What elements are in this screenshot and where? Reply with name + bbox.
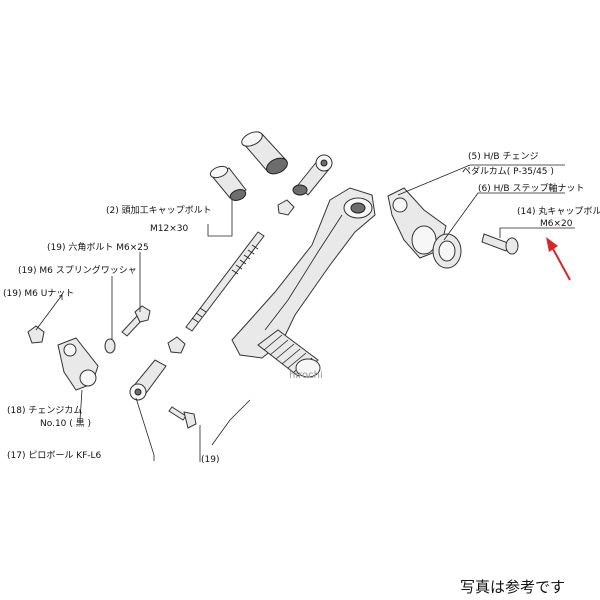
step-rubber-part <box>257 329 321 378</box>
label-pillow-ball: (17) ピロボール KF-L6 <box>7 450 102 461</box>
change-cam-part <box>57 337 99 391</box>
label-spring-washer: (19) M6 スプリングワッシャ <box>18 264 137 276</box>
label-pedal-cam-2: ペダルカム( P-35/45 ) <box>462 165 554 177</box>
leader-lines <box>35 164 575 462</box>
cap-part <box>209 165 247 201</box>
nut-small-part <box>277 199 295 216</box>
label-step-nut: (6) H/B ステップ軸ナット <box>478 182 584 194</box>
step-shaft-nut-part <box>432 233 462 269</box>
lower-bolt-part <box>168 406 197 429</box>
reference-note: 写真は参考です <box>460 578 565 596</box>
label-round-bolt-2: M6×20 <box>540 219 573 229</box>
pillow-ball-part <box>129 359 167 401</box>
nut-lower-part <box>167 336 186 354</box>
hex-bolt-part <box>121 305 151 337</box>
label-u-nut: (19) M6 Uナット <box>3 288 74 299</box>
label-cap-bolt-1: (2) 頭加工キャップボルト <box>106 205 212 216</box>
label-cap-bolt-2: M12×30 <box>150 224 188 234</box>
rod-end-upper-part <box>292 154 333 196</box>
pedal-lever-part <box>231 187 376 359</box>
round-cap-bolt-part <box>481 233 519 255</box>
label-change-cam-2: No.10 ( 黒 ) <box>40 418 91 429</box>
label-change-cam-1: (18) チェンジカム <box>7 405 82 416</box>
label-pedal-cam-1: (5) H/B チェンジ <box>468 151 538 162</box>
u-nut-part <box>27 325 45 344</box>
arrow-indicator <box>546 237 571 281</box>
label-lower-bolt: (19) <box>201 455 219 465</box>
cap-bolt-m12-part <box>241 131 288 175</box>
threaded-rod-part <box>185 231 265 332</box>
label-hex-bolt: (19) 六角ボルト M6×25 <box>47 241 149 253</box>
label-round-bolt-1: (14) 丸キャップボルト <box>517 205 600 217</box>
spring-washer-part <box>104 338 116 354</box>
watermark: hirochi <box>289 370 323 381</box>
